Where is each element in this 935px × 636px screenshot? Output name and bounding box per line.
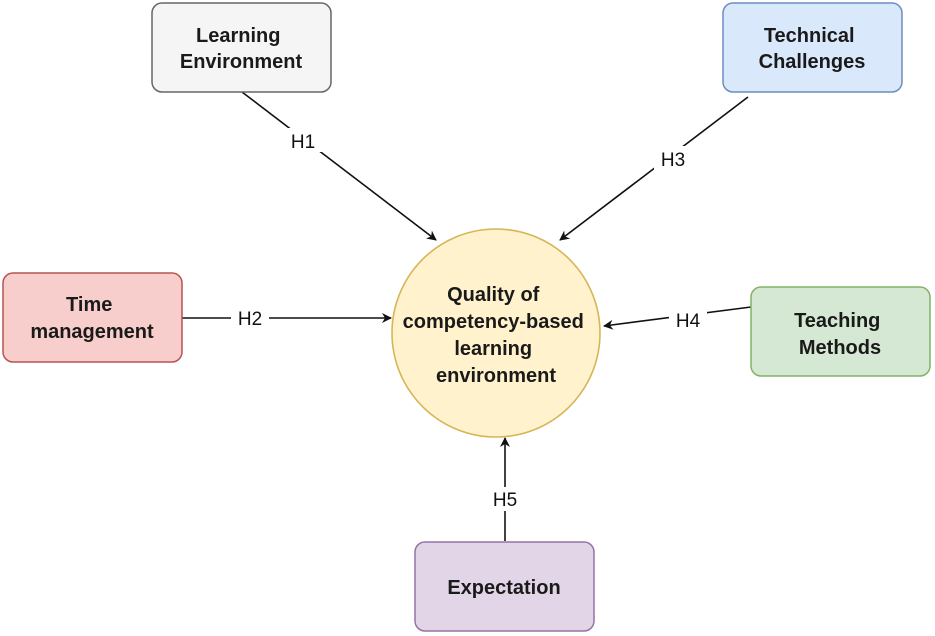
node-label: Technical Challenges [759,25,866,73]
node-expectation: Expectation [414,541,595,632]
node-label: Expectation [447,577,560,599]
edge-label-h5-text: H5 [493,490,517,511]
edge-label-h2: H2 [231,306,269,330]
node-label-line: Environment [180,51,303,73]
node-label: Time management [30,294,154,343]
node-box [151,2,332,93]
node-technical-challenges: Technical Challenges [722,2,903,93]
node-label-line: Expectation [447,577,560,599]
center-label-line: learning [454,338,532,360]
center-label-line: environment [436,365,556,387]
node-learning-environment: Learning Environment [151,2,332,93]
node-teaching-methods: Teaching Methods [750,286,931,377]
node-time-management: Time management [2,272,183,363]
node-label-line: Learning [196,25,280,47]
center-circle [391,228,601,438]
node-label-line: Time [66,294,112,316]
edge-label-h3: H3 [654,146,692,171]
center-label: Quality of competency-based learning env… [403,284,590,387]
node-box [750,286,931,377]
center-label-line: Quality of [447,284,540,306]
node-label-line: Technical [764,25,855,47]
center-label-line: competency-based [403,311,584,333]
edge-label-h1-text: H1 [291,132,315,153]
node-label: Teaching Methods [794,310,886,359]
edge-h1 [241,91,437,241]
edge-label-h1: H1 [284,128,322,153]
node-label-line: Teaching [794,310,880,332]
edge-label-h4: H4 [669,308,707,332]
edge-label-h3-text: H3 [661,150,685,171]
node-label-line: management [30,321,154,343]
node-label-line: Challenges [759,51,866,73]
center-node: Quality of competency-based learning env… [391,228,601,438]
node-box [722,2,903,93]
edge-label-h4-text: H4 [676,311,701,332]
edge-label-h2-text: H2 [238,309,262,330]
edge-label-h5: H5 [486,487,524,511]
node-label: Learning Environment [180,25,303,73]
node-label-line: Methods [799,337,881,359]
node-box [2,272,183,363]
node-box [414,541,595,632]
